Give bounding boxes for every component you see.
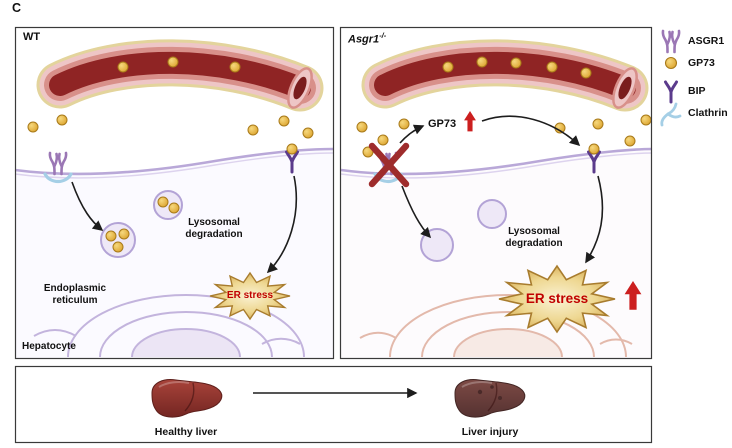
vesicle-icon [420,228,454,262]
hepatocyte-label: Hepatocyte [22,341,76,352]
knockout-cross-icon [368,142,410,188]
blood-vessel-icon [361,39,649,112]
ko-panel-title: Asgr1-/- [348,31,386,46]
gp73-accumulation-arrow [399,124,425,144]
ko-gene-name: Asgr1 [348,33,380,46]
healthy-liver-label: Healthy liver [154,426,218,438]
clathrin-icon [660,102,682,127]
ko-panel-border [339,26,653,360]
legend-label-bip: BIP [688,85,706,97]
legend-label-asgr1: ASGR1 [688,35,725,47]
up-arrow-icon [464,111,476,132]
endoplasmic-reticulum-icon [359,294,633,358]
vesicle-icon [477,199,507,229]
wt-er-stress-label: ER stress [226,290,274,301]
endoplasmic-reticulum-icon [33,294,305,358]
bottom-panel-art [151,378,526,419]
ko-lysosomal-label: Lysosomal degradation [505,226,563,249]
legend-label-gp73: GP73 [688,57,715,69]
wt-lysosomal-label: Lysosomal degradation [185,217,243,240]
asgr1-clathrin-complex-icon [43,151,73,184]
injury-spot [477,389,483,395]
endoplasmic-reticulum-label: Endoplasmic reticulum [43,283,107,306]
injury-spot [490,385,494,389]
gp73-label: GP73 [428,118,457,130]
ko-superscript: -/- [379,31,387,40]
blood-vessel-icon [36,39,324,112]
legend-icons [660,29,682,127]
injured-liver-icon [454,378,526,419]
bip-receptor-icon [664,80,678,104]
gp73-particle-icon [664,56,678,70]
vesicles [100,190,183,258]
bip-to-er-arrow [585,175,604,264]
ko-er-stress-label: ER stress [525,291,589,306]
ko-panel-art [340,39,653,358]
er-stress-burst-icon [498,264,616,334]
bip-to-er-arrow [266,175,298,274]
endocytosis-arrow [71,181,104,231]
healthy-liver-icon [151,378,223,419]
figure-label: C [12,1,22,15]
wt-panel-border [14,26,335,360]
legend-label-clathrin: Clathrin [688,107,728,119]
bottom-panel-border [14,365,653,444]
asgr1-receptor-icon [661,29,681,54]
wt-panel-art [14,39,334,358]
endocytosis-arrow [401,185,432,239]
wt-panel-title: WT [23,31,41,43]
er-stress-burst-icon [209,271,291,321]
gp73-to-bip-arrow [481,115,581,147]
clathrin-pit-icon [43,172,73,184]
injury-spot [498,396,502,400]
liver-injury-label: Liver injury [461,426,519,438]
cell-membrane [14,147,334,179]
